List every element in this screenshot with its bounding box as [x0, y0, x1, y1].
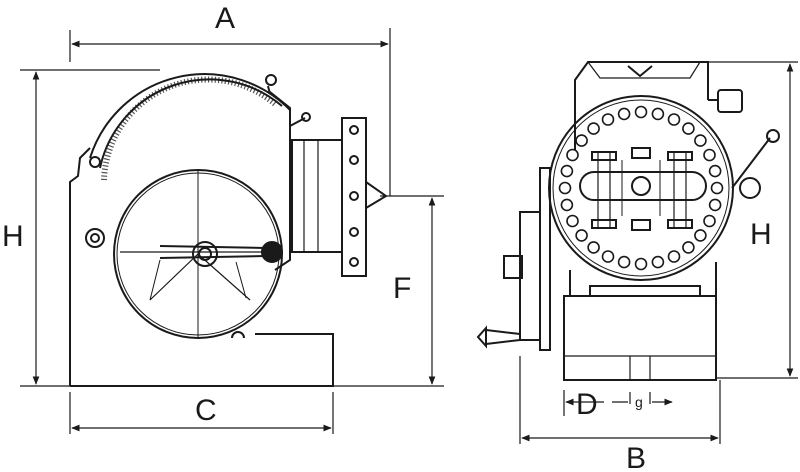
side-view: [69, 73, 388, 387]
index-hole: [587, 122, 600, 135]
index-hole: [601, 113, 615, 126]
index-hole-ring: [558, 105, 724, 271]
label-d: D: [576, 388, 598, 421]
index-hole: [682, 122, 695, 135]
label-a: A: [215, 2, 235, 35]
label-c: C: [195, 394, 217, 427]
index-hole: [708, 198, 722, 212]
index-hole: [710, 181, 724, 195]
index-hole: [694, 134, 707, 147]
index-hole: [575, 134, 588, 147]
label-f: F: [393, 272, 411, 305]
index-hole: [617, 255, 631, 269]
index-hole: [634, 105, 648, 119]
index-hole: [667, 250, 681, 263]
index-hole: [575, 229, 588, 242]
front-view: [476, 61, 780, 381]
index-hole: [703, 214, 716, 228]
index-hole: [667, 113, 681, 126]
index-hole: [708, 164, 722, 178]
label-g: g: [635, 394, 643, 410]
index-hole: [587, 241, 600, 254]
index-hole: [651, 107, 665, 121]
index-hole: [560, 198, 574, 212]
index-hole: [617, 107, 631, 121]
label-b: B: [626, 442, 646, 472]
index-hole: [682, 241, 695, 254]
index-hole: [634, 257, 648, 271]
index-hole: [703, 148, 716, 162]
index-hole: [601, 250, 615, 263]
index-hole: [566, 148, 579, 162]
label-h-left: H: [2, 220, 24, 253]
index-hole: [694, 229, 707, 242]
index-hole: [651, 255, 665, 269]
index-hole: [566, 214, 579, 228]
index-hole: [560, 164, 574, 178]
label-h-right: H: [750, 218, 772, 251]
index-hole: [558, 181, 572, 195]
